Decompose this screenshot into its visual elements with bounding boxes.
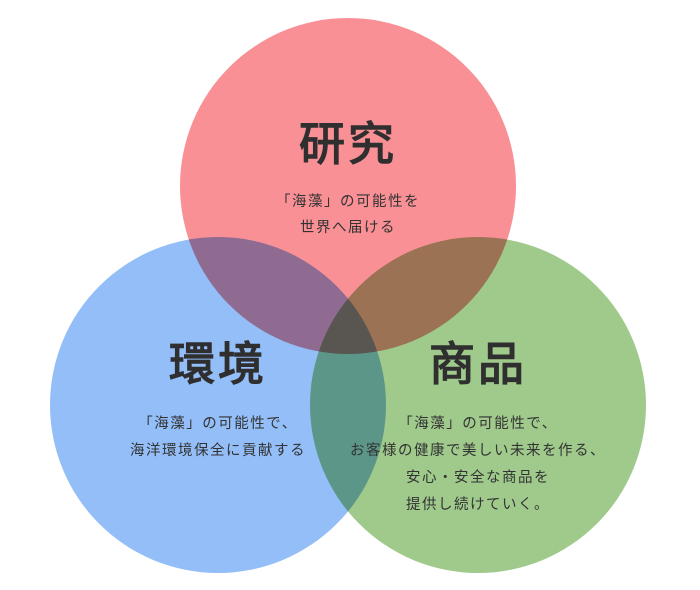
environment-line-1: 「海藻」の可能性で、: [138, 415, 297, 432]
product-line-2: お客様の健康で美しい未来を作る、: [350, 442, 606, 459]
product-line-1: 「海藻」の可能性で、: [398, 415, 557, 432]
product-line-3: 安心・安全な商品を: [406, 468, 550, 486]
product-circle: [310, 237, 646, 573]
research-line-2: 世界へ届ける: [300, 219, 396, 236]
environment-circle: [50, 237, 386, 573]
product-line-4: 提供し続けていく。: [406, 496, 550, 513]
research-line-1: 「海藻」の可能性を: [276, 193, 420, 210]
research-title: 研究: [299, 117, 397, 171]
environment-line-2: 海洋環境保全に貢献する: [130, 441, 306, 459]
environment-title: 環境: [169, 337, 267, 391]
product-title: 商品: [429, 337, 527, 391]
